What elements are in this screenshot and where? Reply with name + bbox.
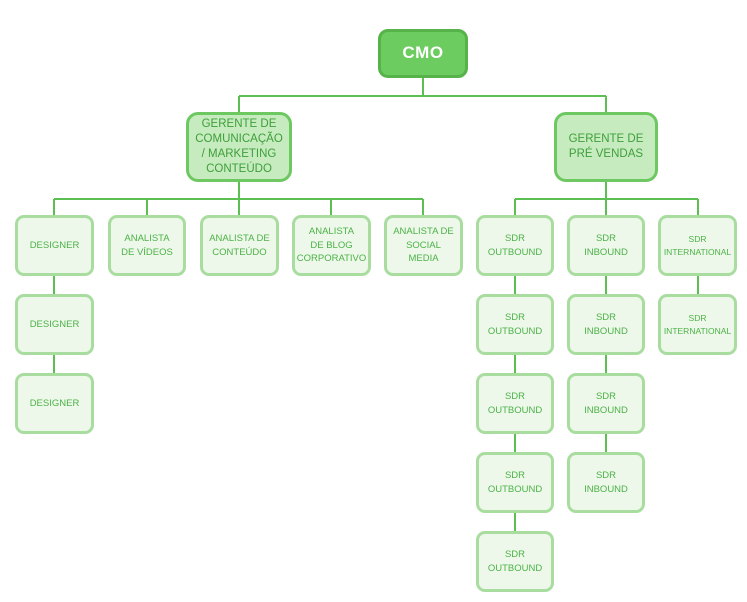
node-sdr-outbound[interactable]: SDR OUTBOUND: [476, 294, 554, 355]
node-label: GERENTE DE COMUNICAÇÃO / MARKETING CONTE…: [195, 118, 283, 175]
node-label: SDR INTERNATIONAL: [663, 234, 732, 257]
node-analista-blog[interactable]: ANALISTA DE BLOG CORPORATIVO: [292, 215, 371, 276]
node-sdr-inbound[interactable]: SDR INBOUND: [567, 373, 645, 434]
node-label: DESIGNER: [29, 239, 80, 251]
node-sdr-inbound[interactable]: SDR INBOUND: [567, 215, 645, 276]
node-sdr-international[interactable]: SDR INTERNATIONAL: [658, 215, 737, 276]
node-analista-social-media[interactable]: ANALISTA DE SOCIAL MEDIA: [384, 215, 463, 276]
node-sdr-outbound[interactable]: SDR OUTBOUND: [476, 373, 554, 434]
node-label: SDR OUTBOUND: [487, 548, 543, 574]
node-sdr-inbound[interactable]: SDR INBOUND: [567, 452, 645, 513]
node-label: SDR INTERNATIONAL: [663, 313, 732, 336]
node-label: ANALISTA DE SOCIAL MEDIA: [393, 225, 454, 265]
node-label: ANALISTA DE BLOG CORPORATIVO: [296, 225, 367, 265]
node-label: SDR OUTBOUND: [487, 232, 543, 258]
node-sdr-international[interactable]: SDR INTERNATIONAL: [658, 294, 737, 355]
node-label: SDR OUTBOUND: [487, 311, 543, 337]
node-designer[interactable]: DESIGNER: [15, 294, 94, 355]
node-label: SDR OUTBOUND: [487, 390, 543, 416]
node-designer[interactable]: DESIGNER: [15, 215, 94, 276]
node-cmo[interactable]: CMO: [378, 29, 468, 78]
node-label: SDR INBOUND: [584, 232, 628, 258]
node-designer[interactable]: DESIGNER: [15, 373, 94, 434]
node-label: CMO: [402, 43, 444, 63]
node-analista-conteudo[interactable]: ANALISTA DE CONTEÚDO: [200, 215, 279, 276]
node-label: SDR OUTBOUND: [487, 469, 543, 495]
node-label: DESIGNER: [29, 318, 80, 330]
node-sdr-outbound[interactable]: SDR OUTBOUND: [476, 531, 554, 592]
node-label: SDR INBOUND: [584, 469, 628, 495]
node-sdr-inbound[interactable]: SDR INBOUND: [567, 294, 645, 355]
node-label: ANALISTA DE VÍDEOS: [121, 232, 173, 258]
node-label: ANALISTA DE CONTEÚDO: [209, 232, 270, 258]
node-sdr-outbound[interactable]: SDR OUTBOUND: [476, 215, 554, 276]
node-label: SDR INBOUND: [584, 311, 628, 337]
node-gerente-comunicacao[interactable]: GERENTE DE COMUNICAÇÃO / MARKETING CONTE…: [186, 112, 292, 182]
node-gerente-pre-vendas[interactable]: GERENTE DE PRÉ VENDAS: [554, 112, 658, 182]
node-label: DESIGNER: [29, 397, 80, 409]
node-label: GERENTE DE PRÉ VENDAS: [568, 133, 644, 160]
node-label: SDR INBOUND: [584, 390, 628, 416]
node-analista-videos[interactable]: ANALISTA DE VÍDEOS: [108, 215, 186, 276]
node-sdr-outbound[interactable]: SDR OUTBOUND: [476, 452, 554, 513]
